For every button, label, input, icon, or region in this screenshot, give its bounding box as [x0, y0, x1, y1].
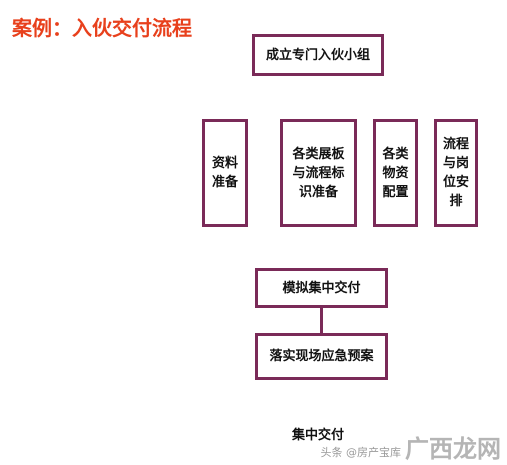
node-final: 集中交付: [292, 428, 345, 443]
node-posts-line: 排: [449, 194, 463, 209]
node-materials-line: 准备: [211, 175, 238, 190]
node-posts: 流程 与岗 位安 排: [434, 119, 478, 227]
node-materials-line: 资料: [211, 156, 238, 171]
node-boards-line: 与流程标: [292, 165, 345, 181]
watermark-brand: 广西龙网: [405, 435, 501, 463]
node-materials: 资料 准备: [202, 119, 248, 227]
node-emergency-label: 落实现场应急预案: [269, 349, 374, 364]
node-posts-line: 流程: [442, 137, 469, 152]
node-boards-line: 各类展板: [292, 146, 345, 162]
node-posts-line: 与岗: [442, 156, 469, 171]
node-team: 成立专门入伙小组: [252, 34, 384, 76]
node-simulate: 模拟集中交付: [255, 268, 388, 308]
node-boards-line: 识准备: [298, 184, 338, 200]
node-supplies-line: 物资: [382, 165, 409, 181]
node-supplies-line: 各类: [382, 146, 409, 162]
node-emergency: 落实现场应急预案: [255, 333, 388, 380]
node-team-label: 成立专门入伙小组: [265, 47, 370, 63]
node-supplies-line: 配置: [382, 184, 409, 200]
node-supplies: 各类 物资 配置: [373, 119, 418, 227]
node-posts-line: 位安: [442, 175, 469, 190]
watermark: 头条 @房产宝库 广西龙网: [321, 436, 502, 462]
node-boards: 各类展板 与流程标 识准备: [280, 119, 357, 227]
watermark-source: 头条 @房产宝库: [320, 446, 402, 459]
connector-line: [320, 308, 323, 333]
page-title: 案例：入伙交付流程: [12, 16, 192, 40]
node-simulate-label: 模拟集中交付: [282, 280, 361, 296]
